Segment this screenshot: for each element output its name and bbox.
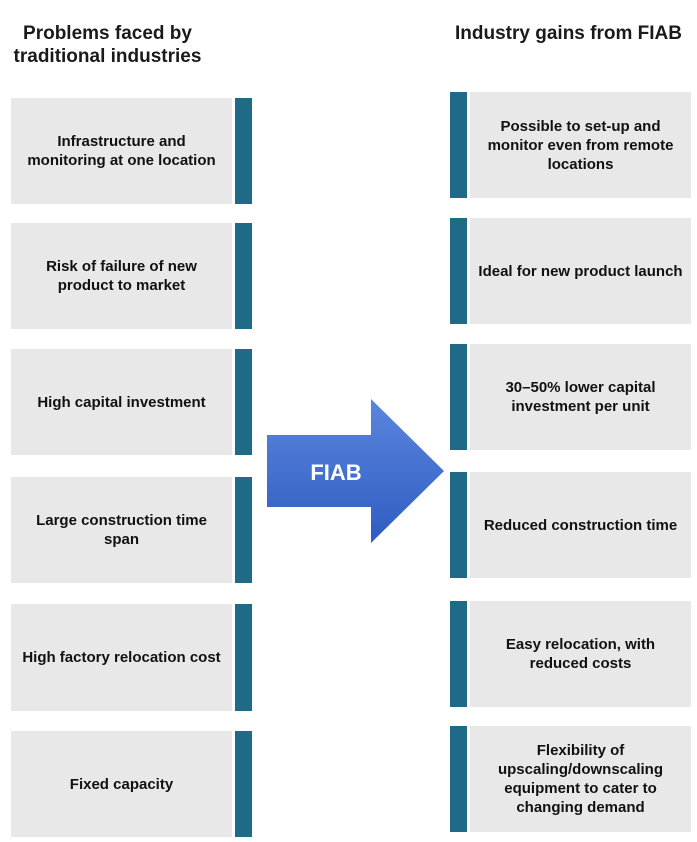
gain-accent-bar-3 (450, 344, 467, 450)
fiab-arrow: FIAB (267, 399, 444, 543)
gain-box-4: Reduced construction time (470, 472, 691, 578)
gain-text-1: Possible to set-up and monitor even from… (487, 117, 674, 173)
problem-box-3: High capital investment (11, 349, 232, 455)
gain-text-3: 30–50% lower capital investment per unit (505, 379, 656, 415)
problem-accent-bar-2 (235, 223, 252, 329)
problem-box-6: Fixed capacity (11, 731, 232, 837)
arrow-label: FIAB (310, 460, 361, 485)
problem-accent-bar-1 (235, 98, 252, 204)
problem-text-6: Fixed capacity (69, 775, 174, 793)
problem-accent-bar-6 (235, 731, 252, 837)
problem-text-2: Risk of failure of new product to market (46, 258, 197, 294)
gain-accent-bar-2 (450, 218, 467, 324)
problems-heading: Problems faced by traditional industries (13, 23, 202, 67)
problem-box-4: Large construction time span (11, 477, 232, 583)
problem-box-1: Infrastructure and monitoring at one loc… (11, 98, 232, 204)
gain-text-2: Ideal for new product launch (478, 262, 683, 280)
problem-text-3: High capital investment (37, 393, 206, 411)
gain-text-4: Reduced construction time (483, 516, 678, 534)
gains-heading: Industry gains from FIAB (455, 23, 682, 44)
problem-text-5: High factory relocation cost (22, 649, 221, 666)
problem-accent-bar-5 (235, 604, 252, 711)
problem-text-1: Infrastructure and monitoring at one loc… (27, 133, 216, 169)
arrow-shape (267, 399, 444, 543)
gain-accent-bar-1 (450, 92, 467, 198)
gain-box-5: Easy relocation, with reduced costs (470, 601, 691, 707)
gain-box-3: 30–50% lower capital investment per unit (470, 344, 691, 450)
gain-accent-bar-4 (450, 472, 467, 578)
gain-box-2: Ideal for new product launch (470, 218, 691, 324)
gain-box-1: Possible to set-up and monitor even from… (470, 92, 691, 198)
gain-text-6: Flexibility of upscaling/downscaling equ… (497, 742, 664, 816)
gain-accent-bar-6 (450, 726, 467, 832)
gain-accent-bar-5 (450, 601, 467, 707)
gain-box-6: Flexibility of upscaling/downscaling equ… (470, 726, 691, 832)
problem-accent-bar-4 (235, 477, 252, 583)
gain-text-5: Easy relocation, with reduced costs (505, 636, 656, 672)
problem-text-4: Large construction time span (36, 512, 207, 548)
problem-box-5: High factory relocation cost (11, 604, 232, 711)
problem-accent-bar-3 (235, 349, 252, 455)
problem-box-2: Risk of failure of new product to market (11, 223, 232, 329)
